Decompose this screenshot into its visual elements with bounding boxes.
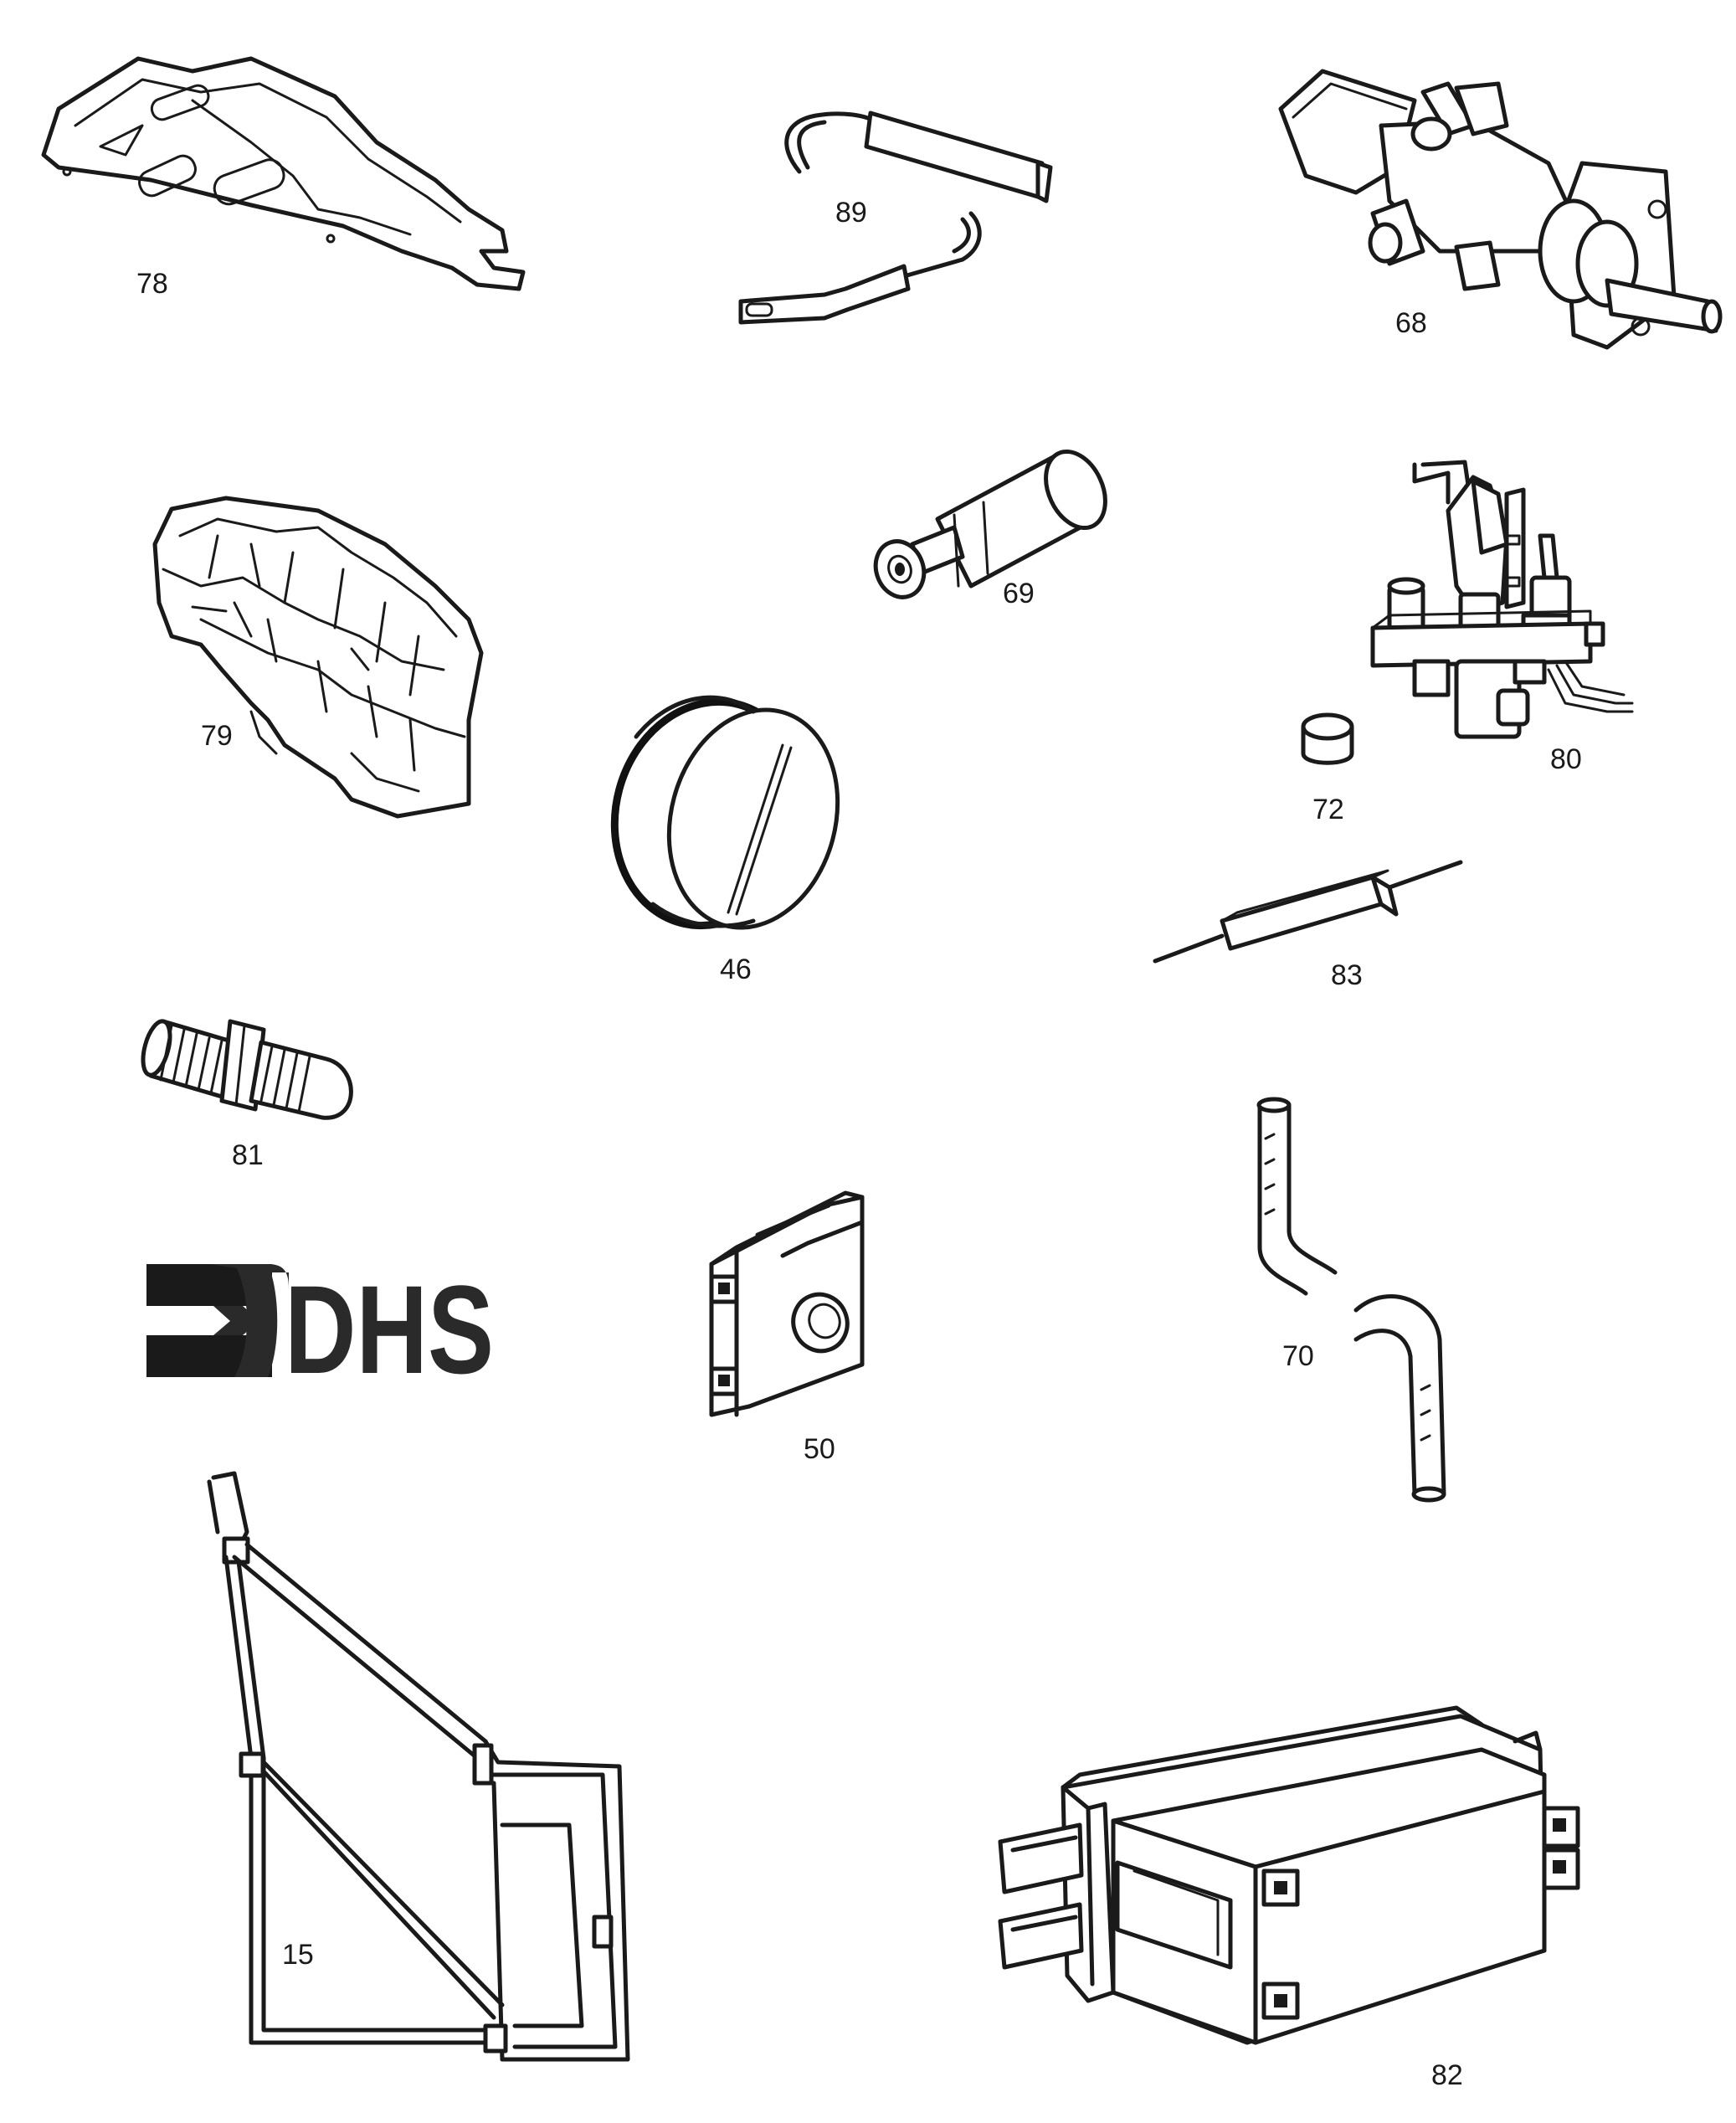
part-79-label: 79 bbox=[201, 720, 233, 752]
part-78-label: 78 bbox=[136, 268, 168, 300]
part-79-drawing bbox=[152, 496, 484, 819]
part-72-drawing bbox=[1301, 712, 1354, 765]
dhs-logo-text: DHS bbox=[285, 1259, 494, 1400]
part-82-label: 82 bbox=[1431, 2059, 1463, 2091]
part-70-label: 50 bbox=[804, 1433, 835, 1465]
part-70-drawing bbox=[709, 1190, 865, 1417]
part-69-drawing bbox=[873, 449, 1107, 599]
part-83-label: 83 bbox=[1331, 959, 1363, 991]
part-50-drawing bbox=[1256, 1097, 1446, 1503]
part-46-label: 46 bbox=[720, 954, 752, 985]
part-80-drawing bbox=[1370, 460, 1634, 739]
part-15-label: 15 bbox=[282, 1939, 314, 1971]
part-89-label: 89 bbox=[835, 197, 867, 229]
part-15-drawing bbox=[207, 1471, 630, 2062]
part-69-label: 69 bbox=[1003, 578, 1035, 609]
part-78-drawing bbox=[41, 56, 526, 291]
part-68-drawing bbox=[1278, 69, 1723, 350]
part-46-drawing bbox=[610, 695, 840, 930]
part-83-drawing bbox=[1153, 860, 1463, 964]
part-68-label: 68 bbox=[1395, 307, 1427, 339]
part-81-drawing bbox=[141, 1019, 353, 1120]
dhs-logo: DHS bbox=[146, 1259, 494, 1400]
part-80-label: 80 bbox=[1550, 743, 1582, 775]
part-82-drawing bbox=[998, 1705, 1580, 2045]
part-50-label: 70 bbox=[1282, 1340, 1314, 1372]
part-89-drawing bbox=[738, 111, 1053, 325]
part-72-label: 72 bbox=[1312, 794, 1344, 825]
part-81-label: 81 bbox=[232, 1139, 264, 1171]
